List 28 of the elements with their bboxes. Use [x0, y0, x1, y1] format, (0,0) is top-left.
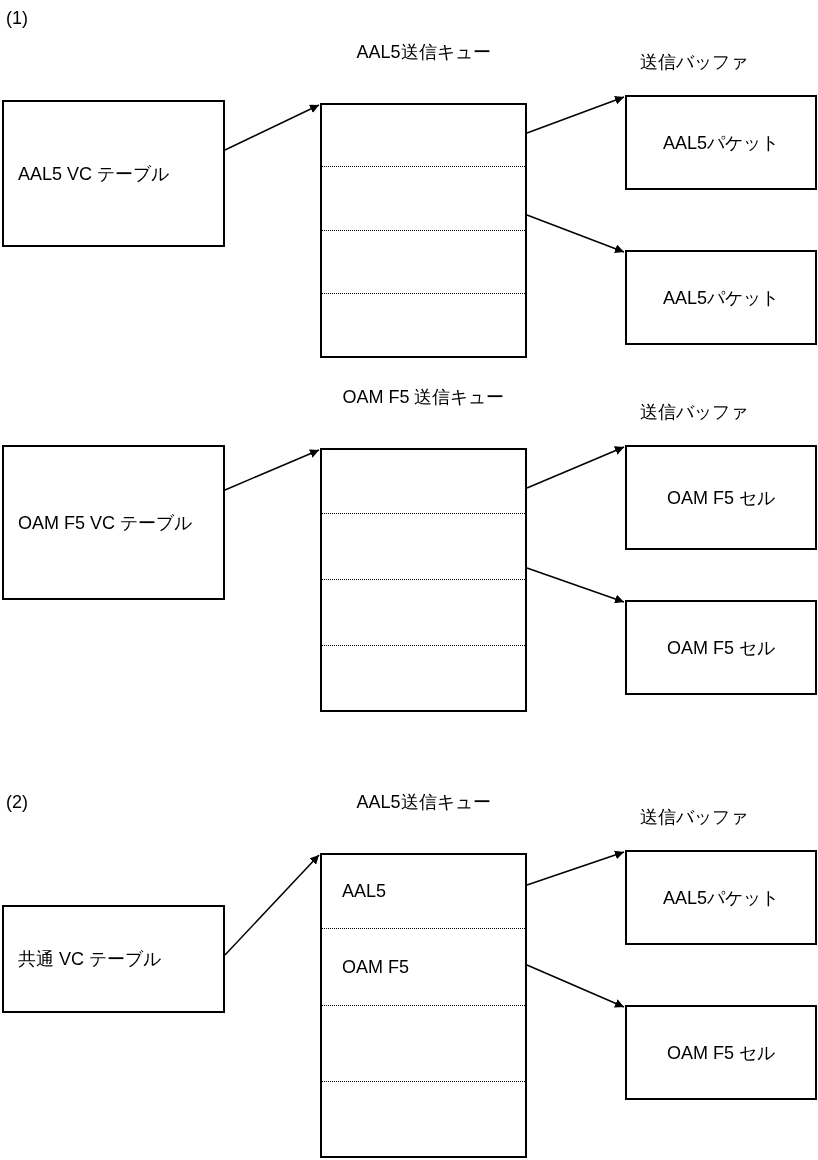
- slot-text: OAM F5: [342, 957, 409, 979]
- buffer-box: OAM F5 セル: [625, 445, 817, 550]
- arrow: [526, 214, 625, 253]
- section-number: (1): [6, 8, 28, 29]
- slot-text: AAL5: [342, 881, 387, 903]
- queue-title: AAL5送信キュー: [355, 791, 492, 814]
- arrow: [224, 449, 320, 491]
- buffer-title: 送信バッファ: [640, 806, 748, 829]
- arrow: [526, 850, 625, 886]
- arrow: [526, 964, 625, 1008]
- buffer-box: OAM F5 セル: [625, 600, 817, 695]
- queue-title: AAL5送信キュー: [355, 41, 492, 64]
- table-box: OAM F5 VC テーブル: [2, 445, 225, 600]
- queue-title: OAM F5 送信キュー: [341, 386, 506, 409]
- buffer-title: 送信バッファ: [640, 401, 748, 424]
- arrow: [526, 95, 625, 134]
- buffer-box: AAL5パケット: [625, 250, 817, 345]
- table-box: 共通 VC テーブル: [2, 905, 225, 1013]
- buffer-box: AAL5パケット: [625, 95, 817, 190]
- arrow: [526, 446, 625, 489]
- table-box: AAL5 VC テーブル: [2, 100, 225, 247]
- arrow: [224, 104, 320, 151]
- arrow: [526, 567, 625, 604]
- section-number: (2): [6, 792, 28, 813]
- buffer-box: OAM F5 セル: [625, 1005, 817, 1100]
- arrow: [224, 854, 320, 956]
- buffer-title: 送信バッファ: [640, 51, 748, 74]
- buffer-box: AAL5パケット: [625, 850, 817, 945]
